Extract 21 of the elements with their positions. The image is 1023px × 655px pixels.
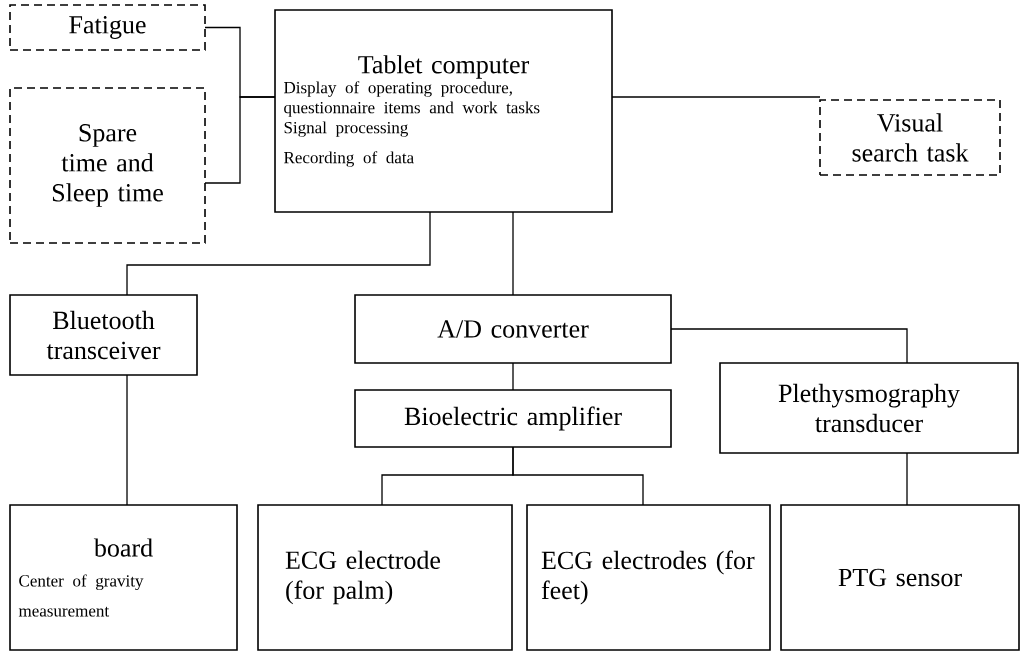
connector-line	[126, 374, 128, 506]
dashed-box: Spare time and Sleep time	[9, 87, 206, 244]
dashed-box: Fatigue	[9, 4, 206, 51]
dashed-box: Visual search task	[819, 99, 1001, 176]
connector-line	[512, 211, 514, 296]
process-box: Bioelectric amplifier	[354, 389, 672, 448]
process-box: Bluetooth transceiver	[9, 294, 198, 376]
process-box: A/D converter	[354, 294, 672, 364]
connector-line	[611, 96, 821, 98]
process-box: ECG electrode (for palm)	[257, 504, 513, 651]
process-box: PTG sensor	[780, 504, 1020, 651]
connector-line	[512, 362, 514, 391]
connector-line	[512, 446, 644, 506]
process-box: Plethysmography transducer	[719, 362, 1019, 454]
process-box: board Center of gravity measurement	[9, 504, 238, 651]
process-box: Tablet computer Display of operating procedure, questionnaire items and work tasks Signal processing Recording of data	[274, 9, 613, 213]
connector-line	[126, 211, 431, 296]
process-box: ECG electrodes (for feet)	[526, 504, 771, 651]
connector-line	[204, 96, 276, 184]
connector-line	[906, 452, 908, 506]
connector-line	[670, 328, 908, 364]
